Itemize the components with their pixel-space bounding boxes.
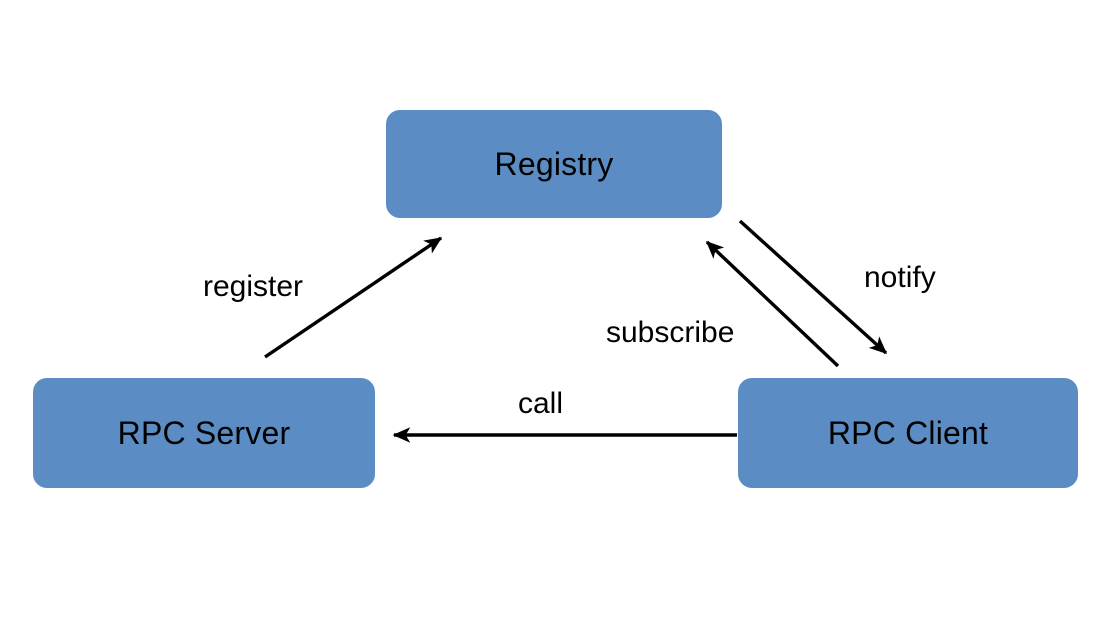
node-rpc-client-label: RPC Client [827,415,989,451]
node-rpc-server-label: RPC Server [117,415,291,451]
edge-label-register: register [203,270,304,303]
edge-label-notify: notify [864,261,936,294]
node-rpc-client[interactable]: RPC Client [738,378,1078,488]
node-rpc-server[interactable]: RPC Server [33,378,375,488]
edge-label-call: call [518,387,564,420]
edge-label-subscribe: subscribe [606,316,735,349]
node-registry[interactable]: Registry [386,110,722,218]
node-registry-label: Registry [494,146,614,182]
